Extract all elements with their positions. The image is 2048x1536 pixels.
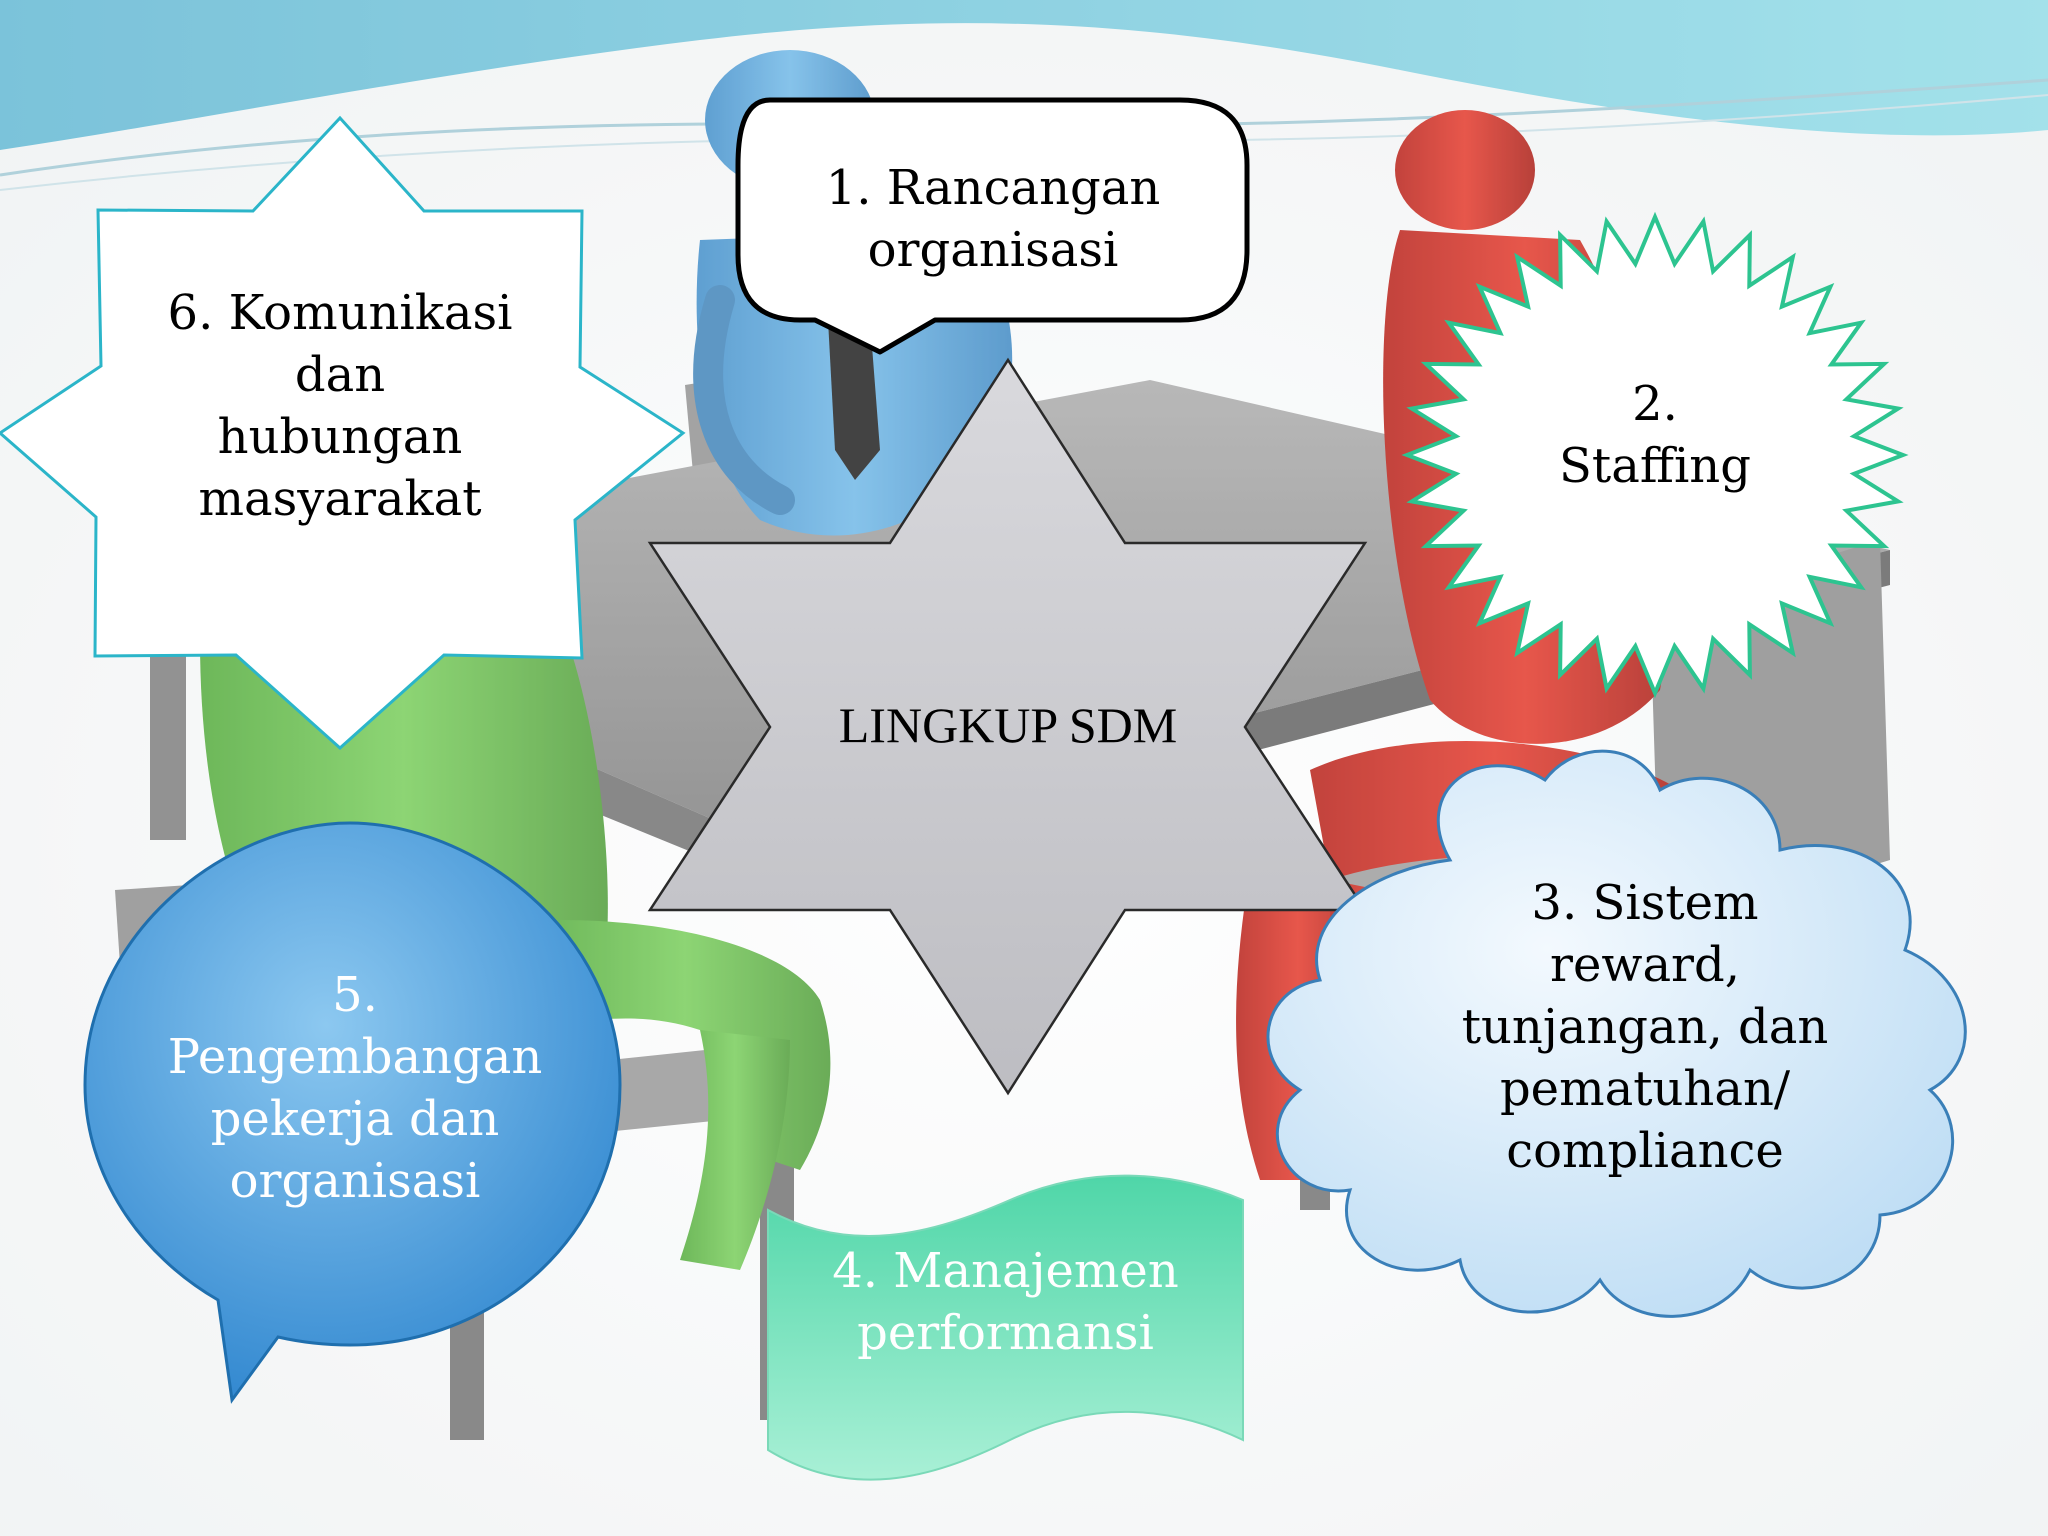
center-label: LINGKUP SDM [838,697,1178,753]
item-6-shape [0,115,686,751]
item-2-label: 2. Staffing [1559,376,1751,494]
item-4-label: 4. Manajemen performansi [832,1243,1179,1361]
item-3-label: 3. Sistem reward, tunjangan, dan pematuh… [1461,875,1829,1179]
item-1-label: 1. Rancangan organisasi [825,160,1161,278]
item-5-label: 5. Pengembangan pekerja dan organisasi [167,967,543,1209]
item-5-shape [83,821,622,1404]
item-1-shape [735,97,1250,355]
item-6-label: 6. Komunikasi dan hubungan masyarakat [167,285,513,527]
item-2-shape [1401,211,1909,699]
center-star-shape [647,357,1368,1096]
item-4-shape [767,1174,1244,1481]
item-3-shape [1266,749,1967,1318]
